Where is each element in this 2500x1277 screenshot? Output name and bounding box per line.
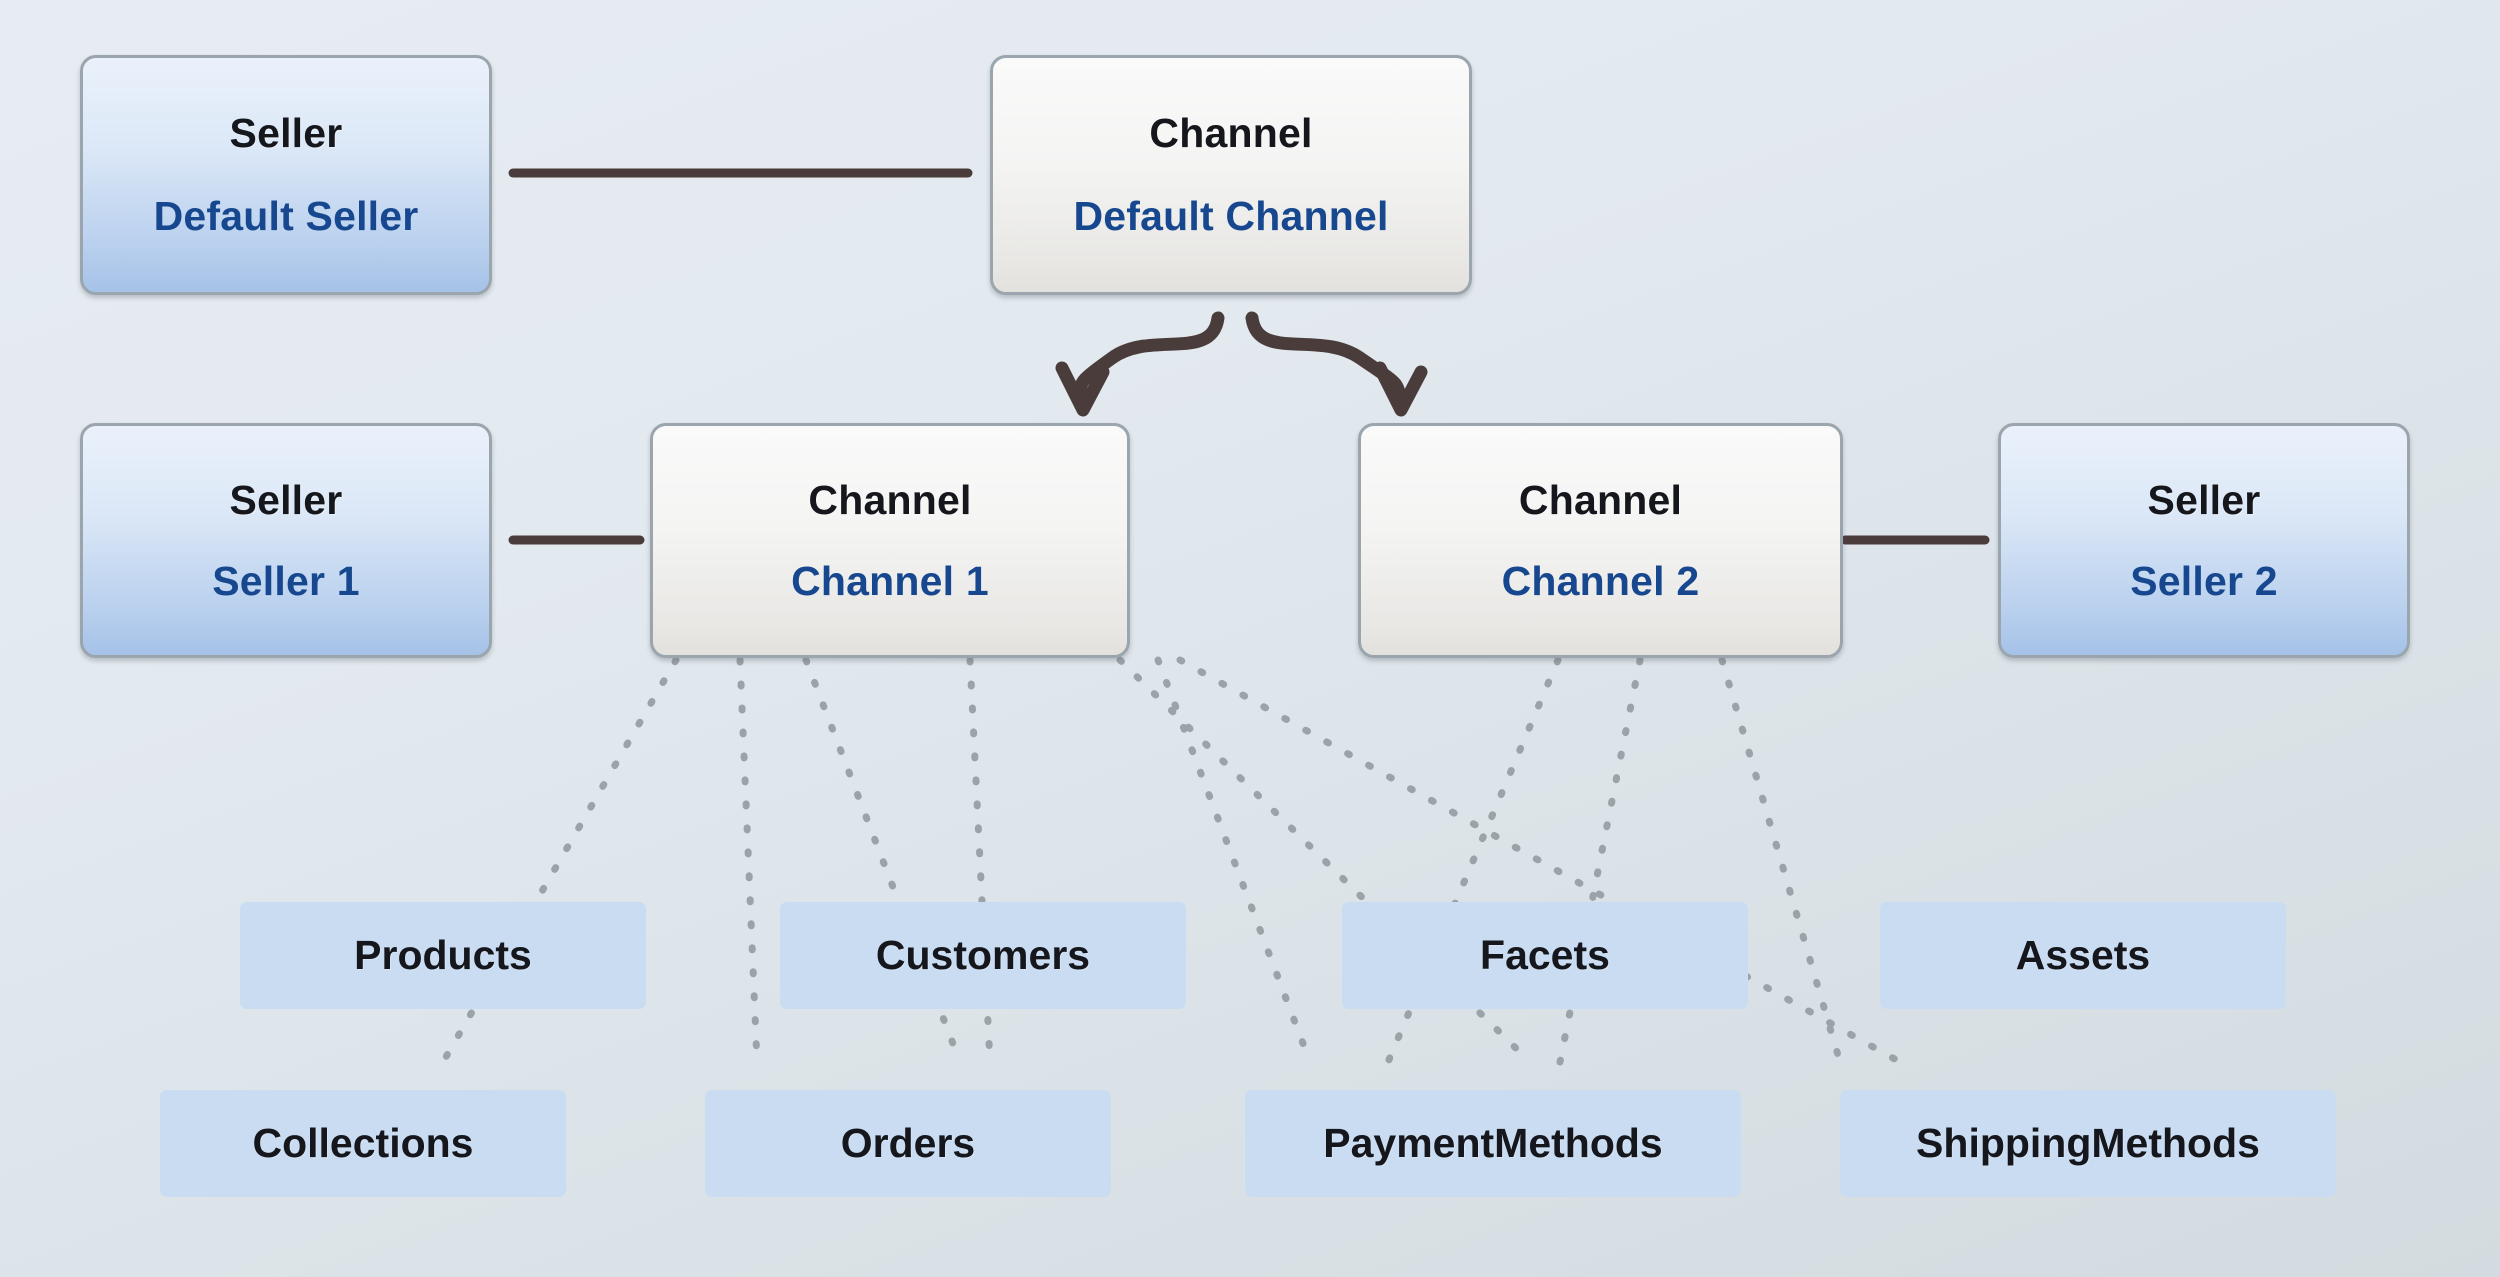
entity-chip-collections[interactable]: Collections bbox=[160, 1090, 566, 1197]
arrowhead-channel2 bbox=[1373, 361, 1428, 417]
arrow-default-channel-to-channel2 bbox=[1245, 311, 1407, 407]
node-seller-2[interactable]: Seller Seller 2 bbox=[1998, 423, 2410, 658]
node-type-label: Seller bbox=[229, 110, 343, 156]
node-type-label: Channel bbox=[1518, 476, 1683, 523]
node-type-label: Channel bbox=[808, 476, 972, 523]
node-type-label: Channel bbox=[1149, 110, 1313, 156]
node-name-label: Seller 1 bbox=[212, 557, 360, 604]
arrowhead-channel1 bbox=[1055, 361, 1110, 417]
node-default-channel[interactable]: Channel Default Channel bbox=[990, 55, 1472, 295]
entity-chip-orders[interactable]: Orders bbox=[705, 1090, 1111, 1197]
node-seller-1[interactable]: Seller Seller 1 bbox=[80, 423, 492, 658]
entity-chip-products[interactable]: Products bbox=[240, 902, 646, 1009]
entity-chip-assets[interactable]: Assets bbox=[1880, 902, 2286, 1009]
node-name-label: Channel 2 bbox=[1501, 557, 1700, 604]
entity-chip-facets[interactable]: Facets bbox=[1342, 902, 1748, 1009]
dotted-channel1-collections bbox=[736, 656, 761, 1066]
entity-chip-shippingmethods[interactable]: ShippingMethods bbox=[1840, 1090, 2336, 1197]
node-type-label: Seller bbox=[229, 476, 343, 523]
node-name-label: Channel 1 bbox=[791, 557, 989, 604]
node-name-label: Default Seller bbox=[153, 193, 419, 239]
node-default-seller[interactable]: Seller Default Seller bbox=[80, 55, 492, 295]
node-channel-1[interactable]: Channel Channel 1 bbox=[650, 423, 1130, 658]
entity-chip-paymentmethods[interactable]: PaymentMethods bbox=[1245, 1090, 1741, 1197]
node-name-label: Default Channel bbox=[1073, 193, 1389, 239]
node-channel-2[interactable]: Channel Channel 2 bbox=[1358, 423, 1843, 658]
node-type-label: Seller bbox=[2147, 476, 2261, 523]
node-name-label: Seller 2 bbox=[2130, 557, 2278, 604]
arrow-default-channel-to-channel1 bbox=[1074, 311, 1225, 407]
entity-chip-customers[interactable]: Customers bbox=[780, 902, 1186, 1009]
